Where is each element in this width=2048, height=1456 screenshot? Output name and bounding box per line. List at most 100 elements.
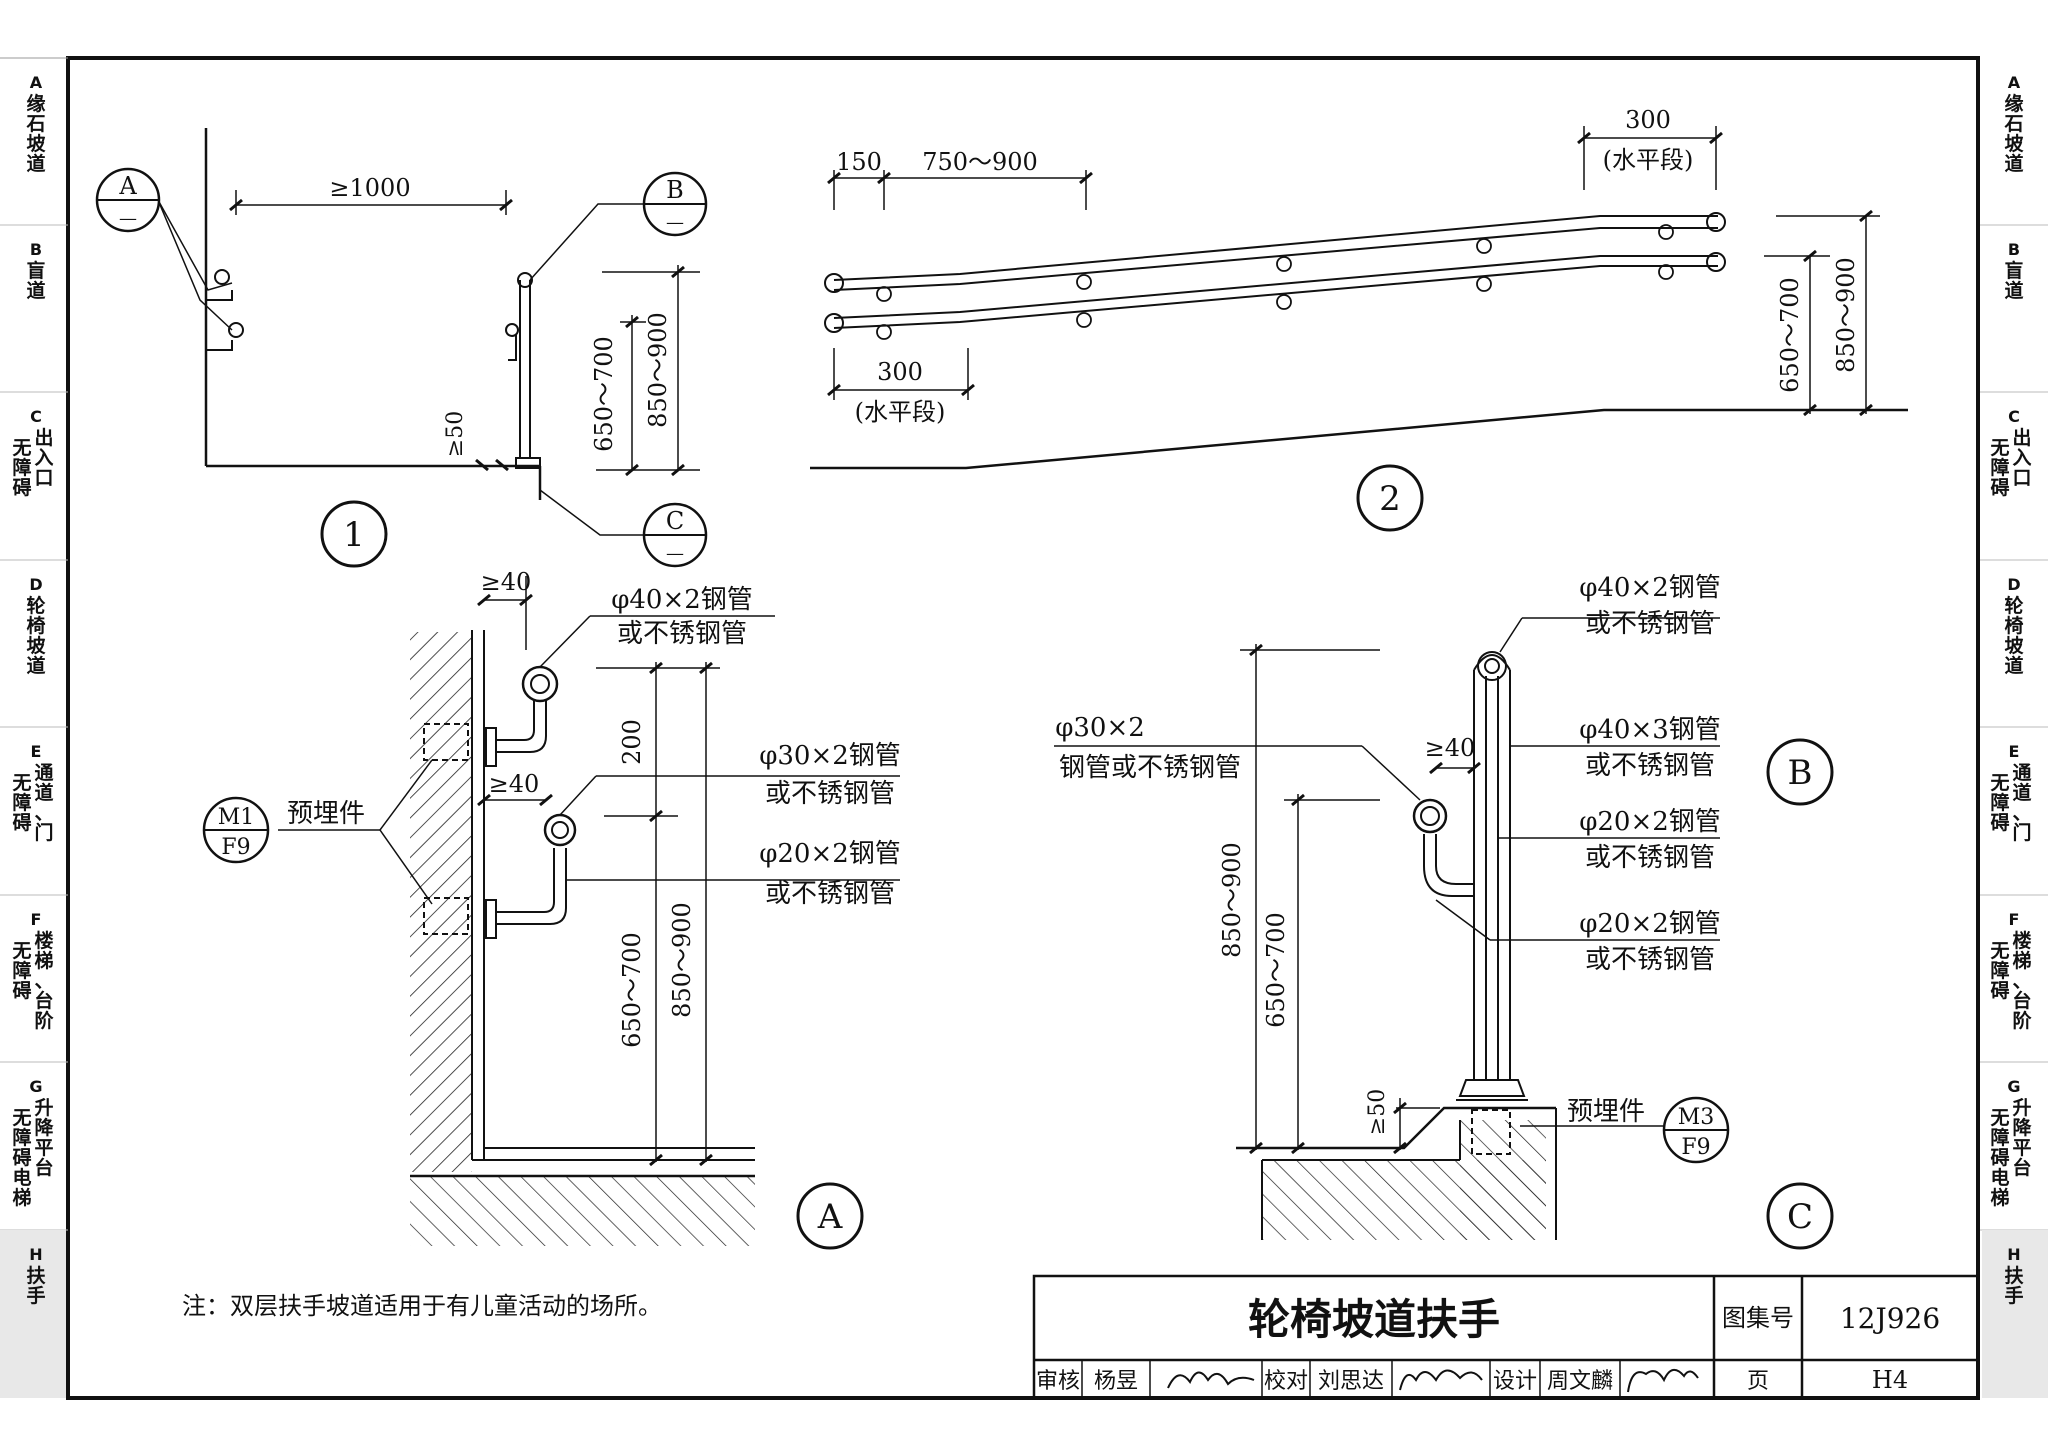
d1-dim-low: 650～700 (590, 336, 618, 452)
da-dim-high: 850～900 (668, 902, 696, 1018)
side-tab-char: 台 (34, 1156, 53, 1179)
sheet-border (66, 56, 1980, 1400)
side-tab-char: 、 (2012, 970, 2031, 992)
side-tab-char: 通 (2012, 762, 2032, 784)
title-block (1032, 1274, 1980, 1400)
side-tab-char: 门 (34, 821, 53, 844)
side-tab-char: 障 (1990, 791, 2009, 814)
side-tab-char: 道 (2004, 152, 2023, 175)
side-tab-char: 出 (34, 426, 53, 449)
drawing-title: 轮椅坡道扶手 (1248, 1295, 1500, 1344)
side-tab-letter: G (29, 1077, 42, 1096)
side-tab-right-h[interactable]: H扶手 (2004, 1245, 2024, 1307)
side-tab-char: 障 (12, 456, 31, 479)
note-text: 注：双层扶手坡道适用于有儿童活动的场所。 (182, 1292, 662, 1320)
d1-dim-high: 850～900 (644, 312, 672, 428)
side-tab-char: 梯 (34, 949, 53, 972)
side-tab-char: 盲 (26, 259, 45, 282)
dc-pipe-a2: 钢管或不锈钢管 (1059, 753, 1241, 783)
side-tab-right-b[interactable]: B盲道 (2004, 240, 2023, 302)
da-ref-m-bottom: F9 (221, 835, 250, 860)
side-tab-char: 手 (26, 1284, 45, 1307)
side-tab-letter: A (30, 73, 43, 92)
side-tab-char: 无 (1990, 772, 2009, 794)
ref-c-sub: — (666, 543, 684, 564)
side-tab-char: 道 (2004, 654, 2023, 677)
side-tab-char: 扶 (26, 1264, 46, 1287)
side-tab-char: 阶 (2012, 1009, 2032, 1032)
side-tab-left-h[interactable]: H扶手 (26, 1245, 46, 1307)
ref-c-letter: C (666, 507, 684, 535)
side-tab-char: 碍 (1990, 1147, 2009, 1169)
side-tab-char: 障 (12, 959, 31, 982)
side-tab-char: 障 (12, 1126, 31, 1149)
da-pipe2-b: 或不锈钢管 (765, 779, 895, 809)
detail-c (1054, 617, 1834, 1250)
side-tab-char: 缘 (26, 93, 45, 115)
dc-p2b: 或不锈钢管 (1585, 751, 1715, 781)
d2-dim-high: 850～900 (1832, 257, 1860, 373)
side-tab-char: 道 (26, 152, 45, 175)
d2-dim-top-note: (水平段) (1603, 146, 1694, 174)
dc-gap: ≥40 (1425, 734, 1476, 762)
side-tab-char: 碍 (1990, 477, 2009, 499)
detail-a (202, 576, 900, 1250)
side-tab-left-b[interactable]: B盲道 (26, 240, 45, 302)
side-tab-char: 梯 (12, 1186, 31, 1209)
side-tab-char: 门 (2012, 821, 2031, 844)
ref-bubble-c (642, 502, 708, 568)
side-tab-letter: D (2007, 575, 2020, 594)
dc-ref-b: B (1788, 753, 1813, 793)
detail-1-circle-label (320, 500, 388, 568)
side-tab-char: 碍 (12, 812, 31, 834)
ref-a-sub: — (119, 208, 137, 229)
dc-ref-m-bottom: F9 (1681, 1135, 1710, 1160)
dc-p3b: 或不锈钢管 (1585, 843, 1715, 873)
d2-dim-bottom-note: (水平段) (855, 398, 946, 426)
d2-dim-bottom: 300 (877, 358, 923, 386)
ref-b-letter: B (666, 176, 684, 204)
dc-ref-m-top: M3 (1678, 1105, 1715, 1130)
dc-p4a: φ20×2钢管 (1579, 909, 1721, 939)
side-tab-char: 降 (34, 1116, 54, 1139)
d2-dim-slope: 750～900 (922, 148, 1038, 176)
side-tab-char: 降 (2012, 1116, 2032, 1139)
side-tab-char: 道 (34, 781, 53, 804)
side-tab-char: 坡 (26, 132, 46, 155)
detail-c-letter: C (1787, 1197, 1813, 1237)
checker-name: 刘思达 (1318, 1369, 1384, 1394)
side-tab-char: 碍 (12, 477, 31, 499)
side-tab-char: 扶 (2004, 1264, 2024, 1287)
design-label: 设计 (1493, 1369, 1537, 1394)
dc-pipe-a1: φ30×2 (1055, 713, 1145, 743)
side-tab-char: 碍 (12, 1147, 31, 1169)
side-tab-char: 缘 (2004, 93, 2023, 115)
dc-p1b: 或不锈钢管 (1585, 609, 1715, 639)
side-tab-char: 障 (12, 791, 31, 814)
side-tab-char: 楼 (2012, 929, 2031, 952)
side-tab-char: 无 (1990, 437, 2009, 459)
side-tab-char: 口 (34, 467, 53, 489)
side-tab-char: 、 (34, 970, 53, 992)
side-tab-char: 升 (34, 1097, 53, 1119)
side-tab-letter: E (2009, 742, 2020, 761)
side-tab-char: 无 (12, 772, 31, 794)
dc-p3a: φ20×2钢管 (1579, 807, 1721, 837)
side-tab-letter: H (29, 1245, 42, 1264)
review-label: 审核 (1036, 1369, 1080, 1394)
da-pipe2-a: φ30×2钢管 (759, 741, 901, 771)
left-side-tabs (0, 57, 68, 1398)
